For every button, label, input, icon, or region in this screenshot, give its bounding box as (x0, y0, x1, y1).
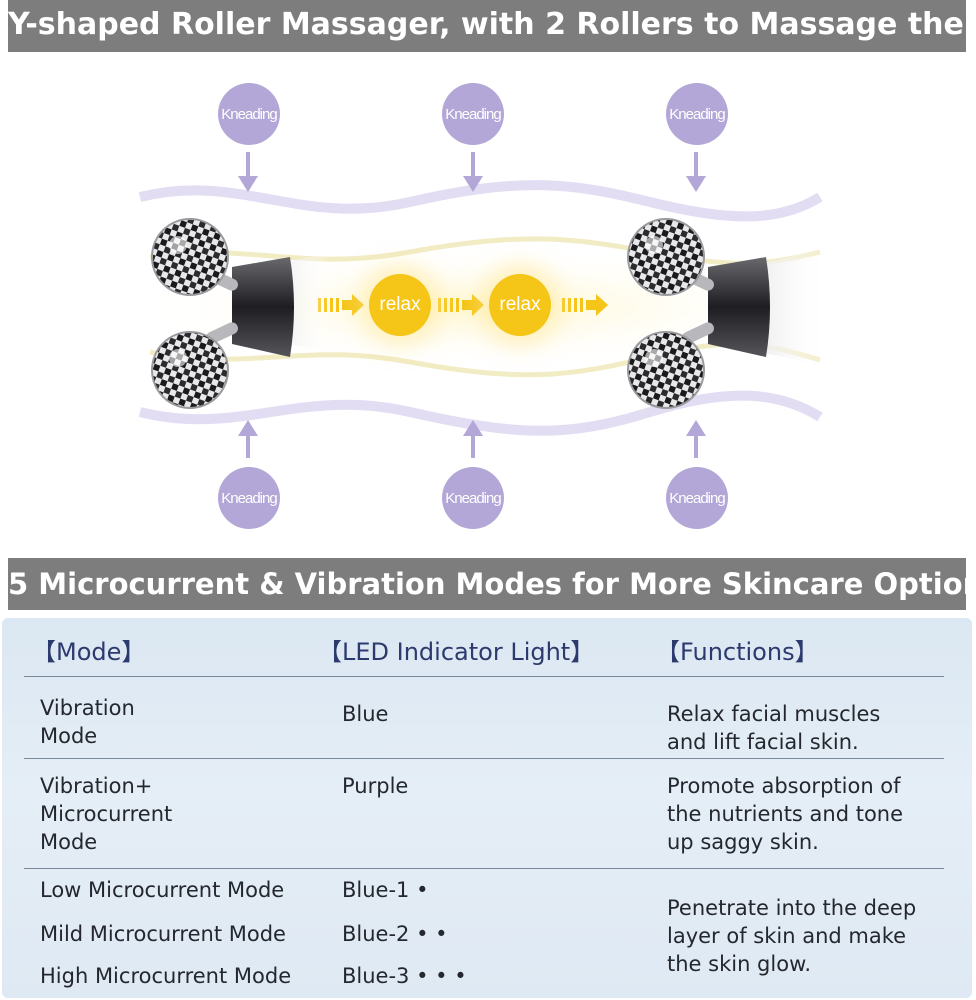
led-cell: Purple (342, 774, 409, 798)
header-mode: 【Mode】 (32, 638, 146, 666)
diagram-graphics (120, 152, 840, 458)
header-functions: 【Functions】 (656, 638, 819, 666)
mode-cell: Vibration+ Microcurrent Mode (40, 774, 173, 854)
kneading-badge: Kneading (218, 467, 280, 529)
kneading-badge: Kneading (442, 467, 504, 529)
led-cell-blue-2: Blue-2 • • (342, 922, 448, 946)
mode-cell: Vibration Mode (40, 696, 135, 748)
led-cell: Blue (342, 702, 389, 726)
led-cell-blue-1: Blue-1 • (342, 878, 429, 902)
kneading-badge: Kneading (666, 467, 728, 529)
roller-device-left (151, 218, 330, 409)
function-cell: Penetrate into the deep layer of skin an… (667, 896, 917, 976)
function-cell: Promote absorption of the nutrients and … (667, 774, 904, 854)
relax-badge: relax (369, 274, 431, 336)
modes-table: 【Mode】 【LED Indicator Light】 【Functions】… (2, 618, 972, 998)
modes-banner-title: 5 Microcurrent & Vibration Modes for Mor… (8, 558, 966, 610)
kneading-badge: Kneading (218, 83, 280, 145)
down-arrows (238, 152, 706, 192)
relax-badge: relax (489, 274, 551, 336)
wave-line (138, 390, 823, 436)
top-banner-title: Y-shaped Roller Massager, with 2 Rollers… (8, 0, 966, 52)
divider (24, 758, 944, 759)
mode-cell-low: Low Microcurrent Mode (40, 878, 285, 902)
divider (24, 868, 944, 869)
roller-device-right (627, 218, 830, 409)
led-cell-blue-3: Blue-3 • • • (342, 964, 467, 988)
massage-diagram: Kneading Kneading Kneading Kneading Knea… (0, 52, 976, 552)
divider (24, 676, 944, 677)
function-cell: Relax facial muscles and lift facial ski… (667, 702, 881, 754)
kneading-badge: Kneading (442, 83, 504, 145)
mode-cell-high: High Microcurrent Mode (40, 964, 292, 988)
wave-line (138, 180, 823, 222)
mode-cell-mild: Mild Microcurrent Mode (40, 922, 286, 946)
kneading-badge: Kneading (666, 83, 728, 145)
up-arrows (238, 420, 706, 458)
header-led-indicator: 【LED Indicator Light】 (318, 638, 595, 666)
